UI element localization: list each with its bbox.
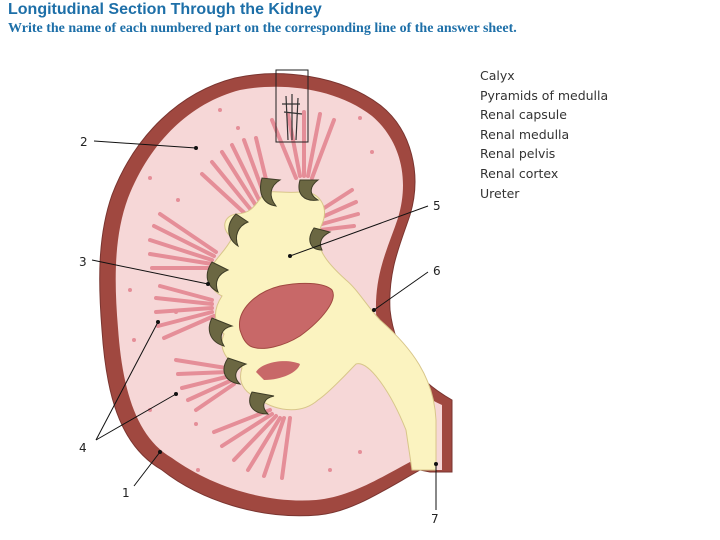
leader-dot xyxy=(372,308,376,312)
leader-dot xyxy=(206,282,210,286)
leader-4b xyxy=(95,393,177,441)
word-bank: Calyx Pyramids of medulla Renal capsule … xyxy=(480,66,608,203)
page-title: Longitudinal Section Through the Kidney xyxy=(8,1,322,18)
pyramid-left-mid xyxy=(154,284,216,340)
leader-dot xyxy=(194,146,198,150)
word-bank-item: Renal medulla xyxy=(480,126,570,142)
cortex-dots xyxy=(128,108,374,472)
word-bank-item: Ureter xyxy=(480,185,520,201)
leader-6 xyxy=(373,271,429,311)
calyx xyxy=(206,177,332,415)
label-1: 1 xyxy=(122,486,130,500)
pyramid-left-lower xyxy=(174,358,236,412)
leader-dot xyxy=(434,462,438,466)
label-2: 2 xyxy=(80,135,88,149)
leader-dot xyxy=(156,320,160,324)
leader-1 xyxy=(133,451,161,487)
detail-box xyxy=(275,69,309,143)
leader-dot xyxy=(158,450,162,454)
label-4: 4 xyxy=(79,441,87,455)
pyramid-left-upper xyxy=(148,212,218,270)
leader-dot xyxy=(174,392,178,396)
pyramids-of-medulla xyxy=(148,110,360,480)
leader-2 xyxy=(93,140,197,149)
instructions: Write the name of each numbered part on … xyxy=(8,21,517,36)
word-bank-item: Renal cortex xyxy=(480,165,559,181)
nephron-detail xyxy=(282,94,303,141)
leader-4a xyxy=(95,321,159,441)
label-6: 6 xyxy=(433,264,441,278)
word-bank-item: Calyx xyxy=(480,68,515,83)
renal-sinus-small xyxy=(256,361,300,380)
leader-5 xyxy=(289,205,429,257)
renal-sinus xyxy=(239,282,334,349)
label-5: 5 xyxy=(433,199,441,213)
label-3: 3 xyxy=(79,255,87,269)
word-bank-item: Renal pelvis xyxy=(480,146,556,162)
word-bank-item: Pyramids of medulla xyxy=(480,87,609,103)
label-7: 7 xyxy=(431,512,439,526)
leader-dot xyxy=(288,254,292,258)
word-bank-item: Renal capsule xyxy=(480,107,567,123)
leader-3 xyxy=(91,259,209,285)
